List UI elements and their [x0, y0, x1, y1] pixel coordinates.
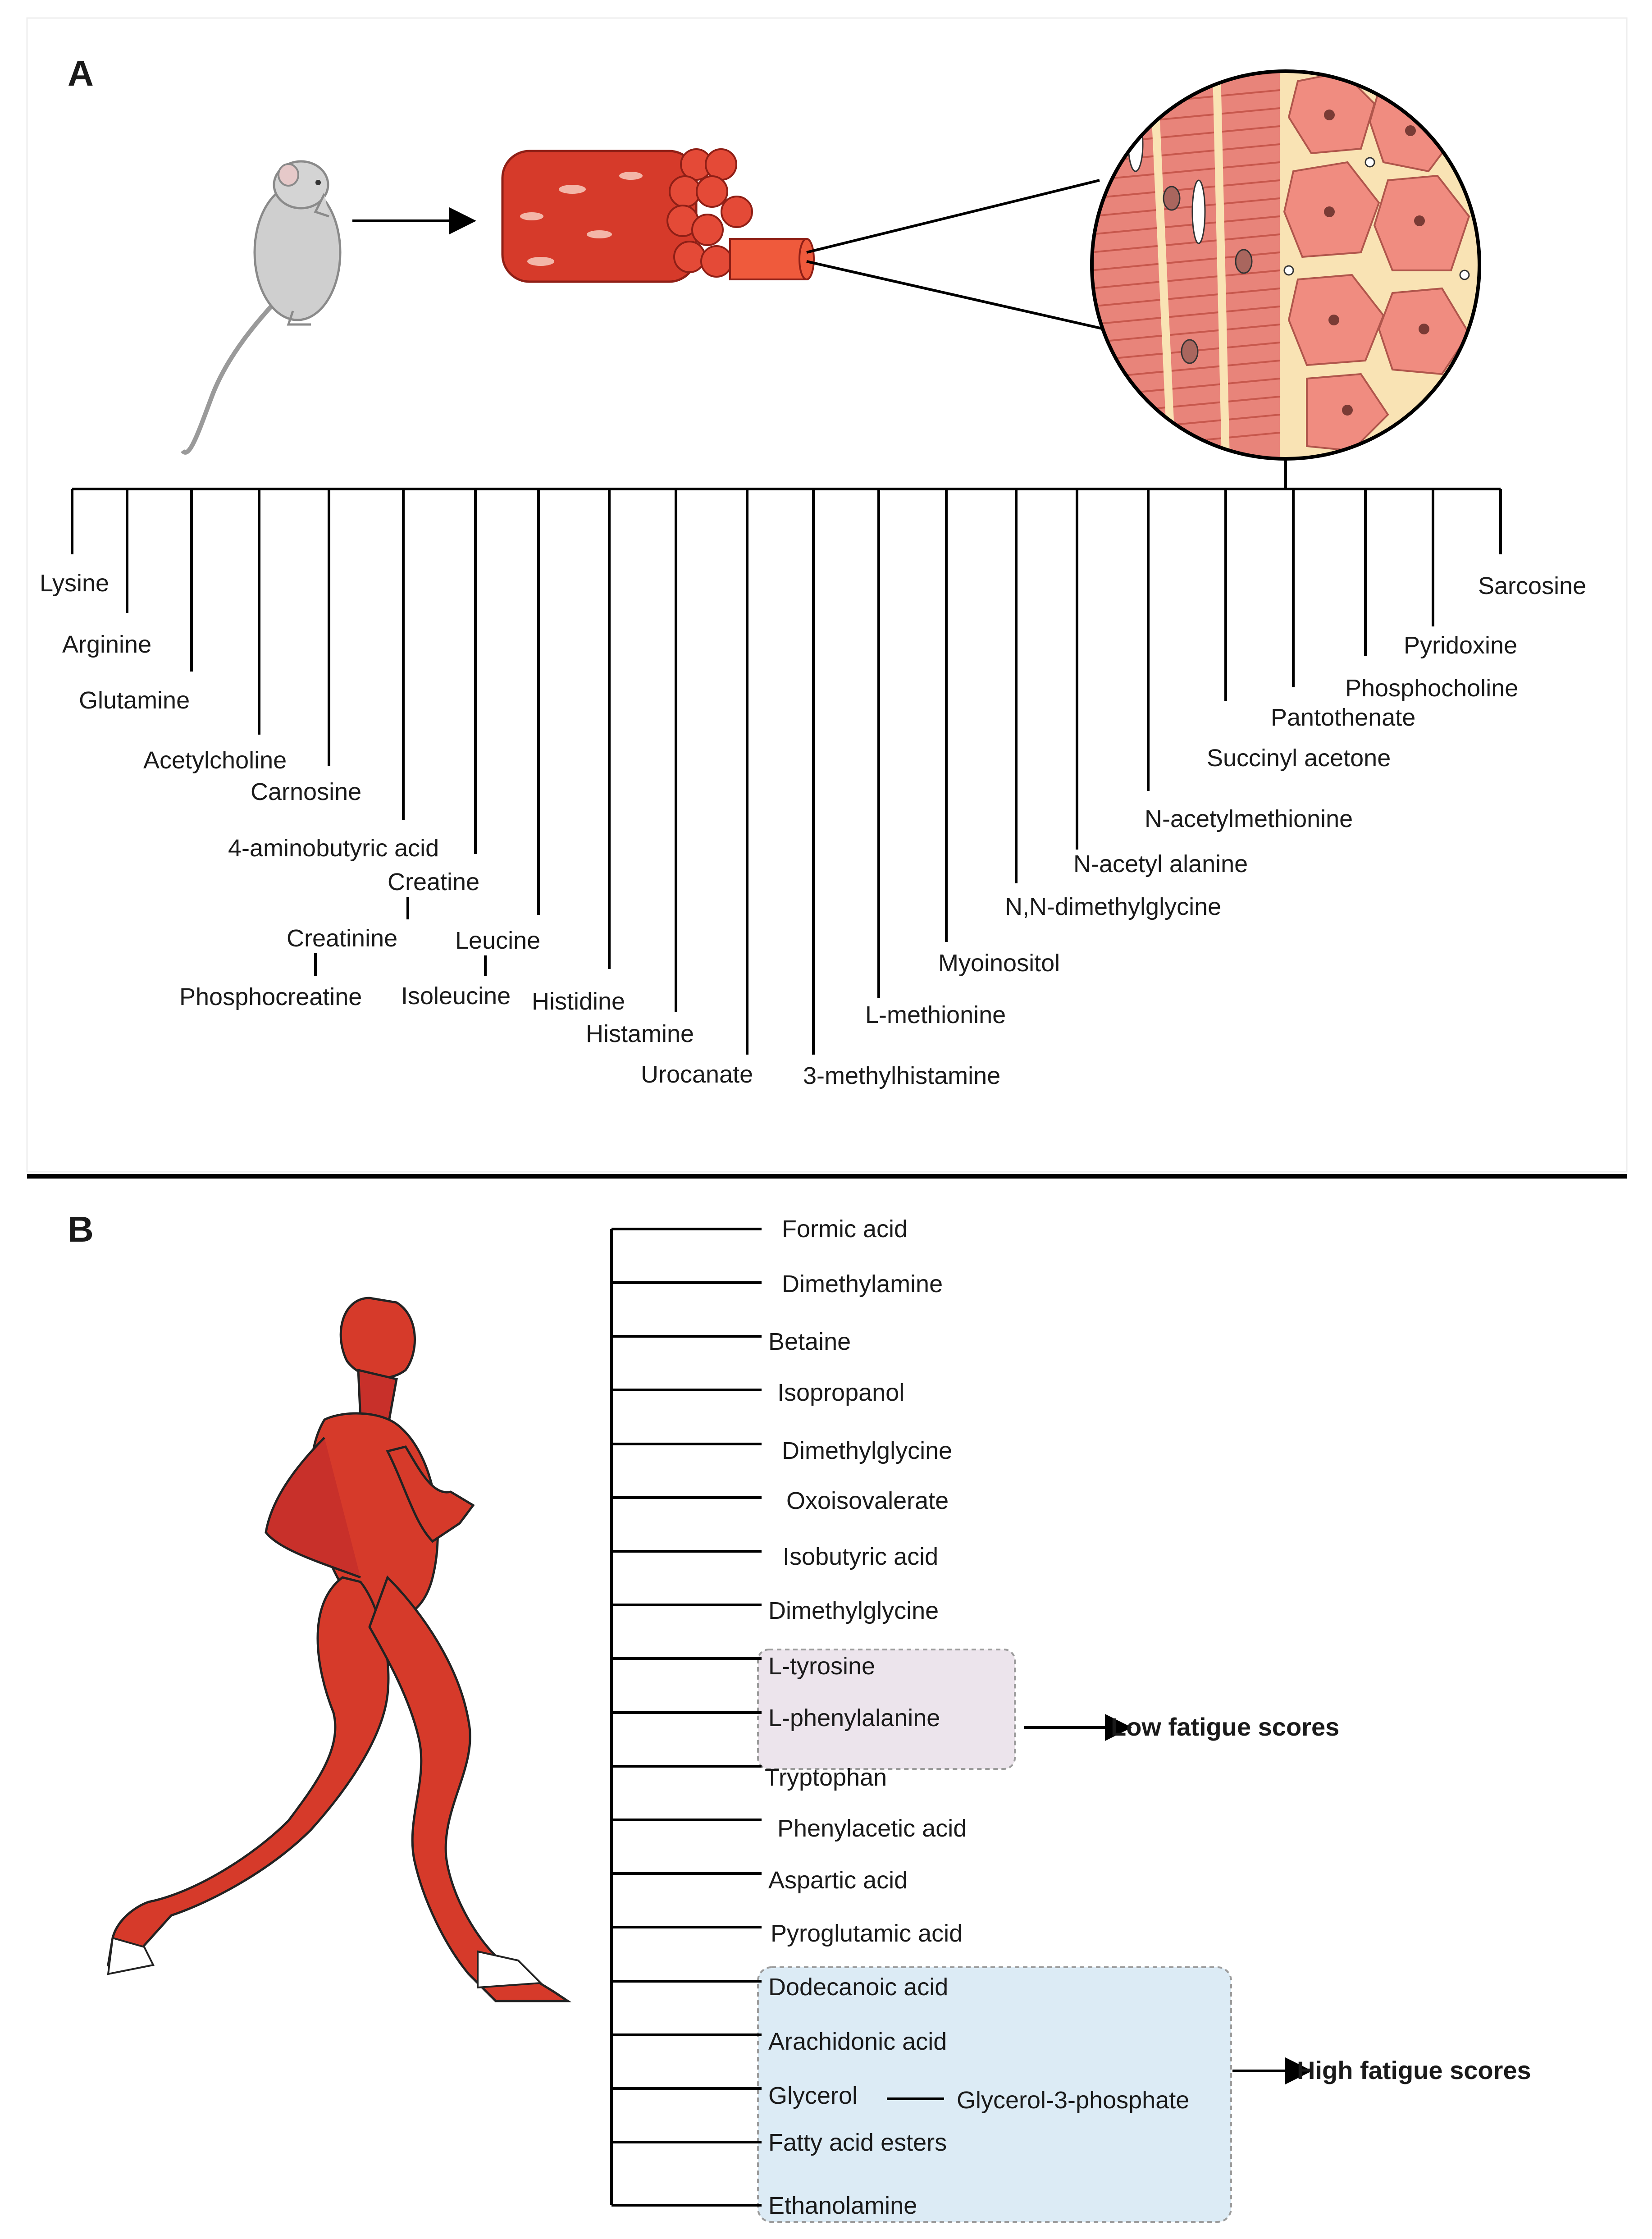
metabolite-b-dimethylglycine-1: Dimethylglycine: [782, 1437, 952, 1464]
metabolite-a-arginine: Arginine: [62, 631, 151, 658]
metabolite-a-phosphocreatine: Phosphocreatine: [179, 983, 362, 1010]
panel-a-branches: [71, 489, 1502, 1055]
low-fatigue-label: Low fatigue scores: [1111, 1713, 1339, 1741]
metabolite-a-leucine: Leucine: [455, 927, 540, 954]
panel-a-letter: A: [68, 53, 94, 93]
metabolite-b-dimethylglycine-2: Dimethylglycine: [768, 1597, 939, 1624]
metabolite-b-dodecanoic-acid: Dodecanoic acid: [768, 1974, 948, 2001]
metabolite-a-carnosine: Carnosine: [251, 778, 361, 805]
high-fatigue-group-box: [757, 1966, 1232, 2223]
metabolite-b-dimethylamine: Dimethylamine: [782, 1270, 943, 1298]
metabolite-a-succinyl-acetone: Succinyl acetone: [1207, 745, 1391, 772]
mouse-illustration: [181, 160, 342, 455]
metabolite-a-glutamine: Glutamine: [79, 687, 190, 714]
metabolite-a-sarcosine: Sarcosine: [1478, 572, 1586, 599]
metabolite-a-isoleucine: Isoleucine: [401, 982, 511, 1010]
metabolite-b-ethanolamine: Ethanolamine: [768, 2192, 917, 2219]
metabolite-a-pantothenate: Pantothenate: [1271, 704, 1415, 731]
metabolite-a-phosphocholine: Phosphocholine: [1345, 675, 1518, 702]
metabolite-a-creatinine: Creatinine: [287, 925, 397, 952]
muscle-tissue-magnification: [1090, 69, 1481, 461]
metabolite-b-arachidonic-acid: Arachidonic acid: [768, 2028, 947, 2055]
metabolite-a-urocanate: Urocanate: [641, 1061, 753, 1088]
panel-a-labels: Lysine Arginine Glutamine Acetylcholine …: [40, 570, 1586, 1089]
metabolite-b-oxoisovalerate: Oxoisovalerate: [786, 1487, 949, 1514]
metabolite-b-l-phenylalanine: L-phenylalanine: [768, 1704, 940, 1732]
metabolite-b-l-tyrosine: L-tyrosine: [768, 1653, 875, 1680]
metabolite-b-pyroglutamic-acid: Pyroglutamic acid: [771, 1920, 963, 1947]
metabolite-a-4-aminobutyric-acid: 4-aminobutyric acid: [228, 835, 439, 862]
metabolite-b-glycerol-3-phosphate: Glycerol-3-phosphate: [957, 2087, 1189, 2114]
metabolite-a-lysine: Lysine: [40, 570, 109, 597]
metabolite-a-nn-dimethylglycine: N,N-dimethylglycine: [1005, 893, 1221, 920]
metabolite-b-fatty-acid-esters: Fatty acid esters: [768, 2129, 947, 2156]
metabolite-a-histidine: Histidine: [532, 988, 625, 1015]
metabolite-b-aspartic-acid: Aspartic acid: [768, 1867, 908, 1894]
metabolite-a-l-methionine: L-methionine: [865, 1001, 1006, 1028]
metabolite-b-tryptophan: Tryptophan: [765, 1764, 887, 1791]
metabolite-b-isobutyric-acid: Isobutyric acid: [783, 1543, 938, 1570]
metabolite-b-glycerol: Glycerol: [768, 2082, 858, 2109]
low-fatigue-group-box: [757, 1649, 1016, 1770]
muscle-bundle-illustration: [501, 148, 815, 283]
metabolite-b-phenylacetic-acid: Phenylacetic acid: [777, 1815, 967, 1842]
panel-b-labels: Formic acid Dimethylamine Betaine Isopro…: [765, 1215, 1189, 2219]
panel-b-tree: [610, 1228, 944, 2207]
high-fatigue-label: High fatigue scores: [1297, 2056, 1531, 2084]
metabolite-a-histamine: Histamine: [586, 1020, 694, 1047]
metabolite-a-acetylcholine: Acetylcholine: [143, 747, 287, 774]
metabolite-b-formic-acid: Formic acid: [782, 1215, 908, 1243]
metabolite-a-n-acetyl-alanine: N-acetyl alanine: [1073, 850, 1248, 877]
metabolite-b-betaine: Betaine: [768, 1328, 851, 1355]
runner-illustration: [106, 1297, 572, 2002]
zoom-line-upper: [806, 179, 1100, 254]
metabolite-a-n-acetylmethionine: N-acetylmethionine: [1145, 805, 1353, 832]
metabolite-a-pyridoxine: Pyridoxine: [1404, 632, 1517, 659]
metabolite-a-3-methylhistamine: 3-methylhistamine: [803, 1062, 1000, 1089]
metabolite-b-isopropanol: Isopropanol: [777, 1379, 904, 1406]
metabolite-a-myoinositol: Myoinositol: [938, 950, 1060, 977]
panel-b-letter: B: [68, 1209, 94, 1249]
zoom-line-lower: [806, 260, 1104, 330]
metabolite-a-creatine: Creatine: [388, 868, 479, 896]
